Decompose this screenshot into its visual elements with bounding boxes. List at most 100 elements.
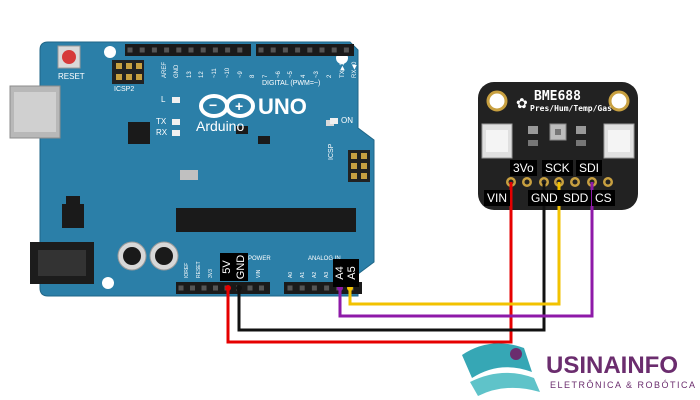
pin-label: ~5	[288, 71, 294, 78]
header-pin-hole	[343, 47, 349, 53]
header-pin-hole	[178, 285, 184, 291]
sensor-mounting-hole	[486, 90, 508, 112]
arduino-uno-board: − +	[9, 41, 375, 297]
mounting-hole	[104, 46, 116, 58]
digital-header-right	[256, 44, 354, 56]
pin-tag-a4: A4	[333, 259, 347, 287]
atmega-chip	[176, 208, 356, 232]
led-rx	[172, 130, 180, 136]
voltage-regulator	[62, 204, 84, 228]
header-pin-hole	[299, 285, 305, 291]
header-pin-hole	[176, 47, 182, 53]
pin-label: A1	[299, 271, 306, 278]
led-tx-label: TX	[156, 117, 167, 126]
sensor-board-body	[478, 82, 638, 210]
pin-label: 2	[327, 74, 333, 78]
logo-minus-sign: −	[209, 97, 217, 113]
sensor-label-sdd: SDD	[560, 190, 592, 206]
sensor-pin-hole	[605, 179, 611, 185]
sensor-label-sdi: SDI	[576, 160, 603, 176]
pin-label: VIN	[255, 269, 262, 278]
usb-connector-inner	[14, 92, 56, 132]
pin-label: A2	[311, 271, 318, 278]
pin-label: RX◀0	[352, 61, 358, 78]
header-pin-hole	[270, 47, 276, 53]
pin-label: 4	[301, 74, 307, 78]
header-pin-hole	[200, 47, 206, 53]
sensor-label-cs: CS	[592, 190, 615, 206]
sensor-label-vin: VIN	[484, 190, 511, 206]
sensor-component	[528, 140, 538, 146]
sensor-mounting-hole	[608, 90, 630, 112]
mounting-hole	[102, 277, 114, 289]
small-ic	[236, 126, 248, 134]
pin-tag-a5: A5	[345, 259, 359, 287]
icsp2-label: ICSP2	[114, 86, 135, 93]
analog-in-label: ANALOG IN	[308, 256, 341, 262]
wire-red-5v-to-vin	[226, 182, 513, 344]
usb-chip	[128, 122, 150, 144]
pin-label: ~6	[276, 71, 282, 78]
power-header	[176, 282, 270, 294]
small-ic	[258, 136, 270, 144]
arduino-infinity-logo	[199, 94, 255, 118]
power-label: POWER	[248, 256, 271, 262]
pin-label: ~10	[225, 67, 231, 78]
header-pin-hole	[127, 47, 133, 53]
capacitor-top	[155, 247, 173, 265]
sensor-subtitle: Pres/Hum/Temp/Gas	[530, 104, 612, 113]
logo-plus-sign: +	[235, 98, 243, 114]
sensor-pin-hole	[572, 179, 578, 185]
capacitor-top	[123, 247, 141, 265]
pin-label: A0	[287, 271, 294, 278]
wires	[225, 182, 594, 344]
header-pin-hole	[247, 285, 253, 291]
header-pin-hole	[307, 47, 313, 53]
pin-tag-5v: 5V	[220, 253, 234, 281]
reset-button-cap[interactable]	[62, 50, 76, 64]
led-l	[172, 97, 180, 103]
header-pin-hole	[201, 285, 207, 291]
voltage-regulator-tab	[66, 196, 80, 204]
pin-label: GND	[174, 64, 180, 78]
header-pin-hole	[287, 285, 293, 291]
led-on-label: ON	[341, 116, 353, 125]
led-tx	[172, 119, 180, 125]
reset-label: RESET	[58, 72, 85, 81]
crystal	[180, 170, 198, 180]
sensor-pin-hole	[524, 179, 530, 185]
arduino-brand-text: Arduino	[196, 118, 245, 134]
pin-label: AREF	[162, 61, 168, 78]
pin-label: 7	[263, 74, 269, 78]
header-pin-hole	[213, 285, 218, 291]
dc-power-jack-inner	[38, 250, 86, 276]
header-pin-hole	[282, 47, 288, 53]
uno-model-text: UNO	[258, 94, 307, 119]
led-rx-label: RX	[156, 128, 168, 137]
header-pin-hole	[190, 285, 195, 291]
pin-label: TX▶1	[340, 62, 346, 78]
digital-header-left	[125, 44, 251, 56]
sensor-label-3vo: 3Vo	[510, 160, 537, 176]
sensor-title: BME688	[534, 89, 581, 104]
header-pin-hole	[311, 285, 317, 291]
header-pin-hole	[164, 47, 170, 53]
header-pin-hole	[188, 47, 194, 53]
header-pin-hole	[212, 47, 218, 53]
sensor-label-gnd: GND	[528, 190, 561, 206]
pin-label: 8	[250, 74, 256, 78]
pin-label: 12	[199, 71, 205, 78]
header-pin-hole	[331, 47, 337, 53]
arduino-board-body	[39, 41, 375, 297]
icsp-label: ICSP	[328, 143, 335, 160]
pin-label: ~9	[238, 71, 244, 78]
digital-label: DIGITAL (PWM=~)	[262, 80, 321, 87]
pin-label: ~3	[314, 71, 320, 78]
pin-label: RESET	[195, 261, 202, 278]
pin-label: A3	[323, 271, 330, 278]
led-on	[330, 118, 338, 124]
pin-tag-gnd: GND	[234, 253, 248, 281]
header-pin-hole	[151, 47, 157, 53]
usinainfo-logo-tagline: ELETRÔNICA & ROBÓTICA	[550, 380, 697, 390]
